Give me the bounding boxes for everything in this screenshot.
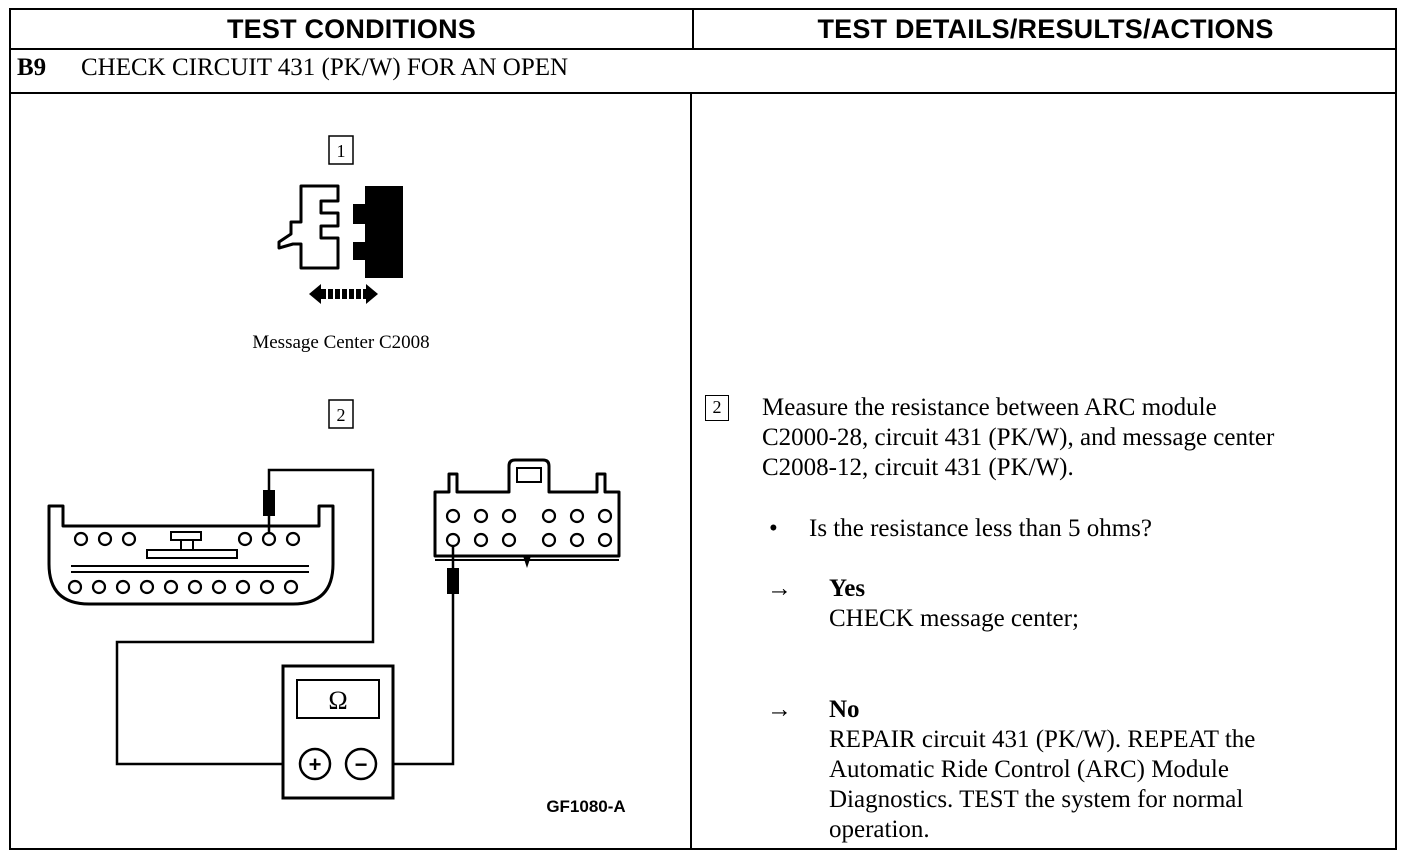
instruction-line-3: C2008-12, circuit 431 (PK/W). (762, 454, 1074, 481)
step-box-1-number: 1 (337, 141, 346, 161)
header-test-conditions: TEST CONDITIONS (226, 14, 476, 44)
connector-label: Message Center C2008 (252, 332, 429, 353)
step-box-2-number: 2 (337, 405, 346, 425)
step-title: CHECK CIRCUIT 431 (PK/W) FOR AN OPEN (81, 54, 569, 81)
no-action-line-2: Automatic Ride Control (ARC) Module (829, 756, 1229, 783)
no-action-line-4: operation. (829, 816, 930, 843)
instruction-line-1: Measure the resistance between ARC modul… (762, 394, 1217, 421)
step-id: B9 (17, 54, 47, 81)
no-action-line-1: REPAIR circuit 431 (PK/W). REPEAT the (829, 726, 1256, 753)
yes-arrow: → (767, 575, 792, 602)
wiring-diagram: 1 Message Center C2008 2 (47, 135, 626, 816)
header-divider (692, 10, 694, 50)
column-divider (690, 94, 692, 850)
minus-sign: − (355, 752, 368, 777)
step-box-1 (328, 135, 354, 165)
positive-terminal (298, 747, 332, 781)
question-text: Is the resistance less than 5 ohms? (809, 515, 1152, 542)
connector-disconnect-icon (277, 184, 403, 304)
arc-module-connector (47, 490, 335, 606)
yes-action: CHECK message center; (829, 605, 1079, 632)
test-table: TEST CONDITIONS TEST DETAILS/RESULTS/ACT… (9, 8, 1397, 850)
no-label: No (829, 696, 860, 723)
plus-sign: + (309, 752, 322, 777)
test-leads (115, 468, 455, 766)
negative-terminal (344, 747, 378, 781)
message-center-connector (433, 458, 621, 594)
question-bullet: • (769, 515, 778, 542)
no-arrow: → (767, 696, 792, 723)
details-step-box: 2 (705, 395, 729, 421)
ohm-symbol: Ω (328, 686, 347, 715)
header-test-details: TEST DETAILS/RESULTS/ACTIONS (817, 14, 1274, 44)
no-action-line-3: Diagnostics. TEST the system for normal (829, 786, 1244, 813)
header-row: TEST CONDITIONS TEST DETAILS/RESULTS/ACT… (11, 10, 1395, 50)
instruction-line-2: C2000-28, circuit 431 (PK/W), and messag… (762, 424, 1275, 451)
ohmmeter: Ω + − (281, 664, 395, 800)
figure-id: GF1080-A (546, 797, 625, 816)
yes-label: Yes (829, 575, 866, 602)
step-box-2 (328, 399, 354, 429)
step-title-row: B9 CHECK CIRCUIT 431 (PK/W) FOR AN OPEN (11, 50, 1395, 94)
